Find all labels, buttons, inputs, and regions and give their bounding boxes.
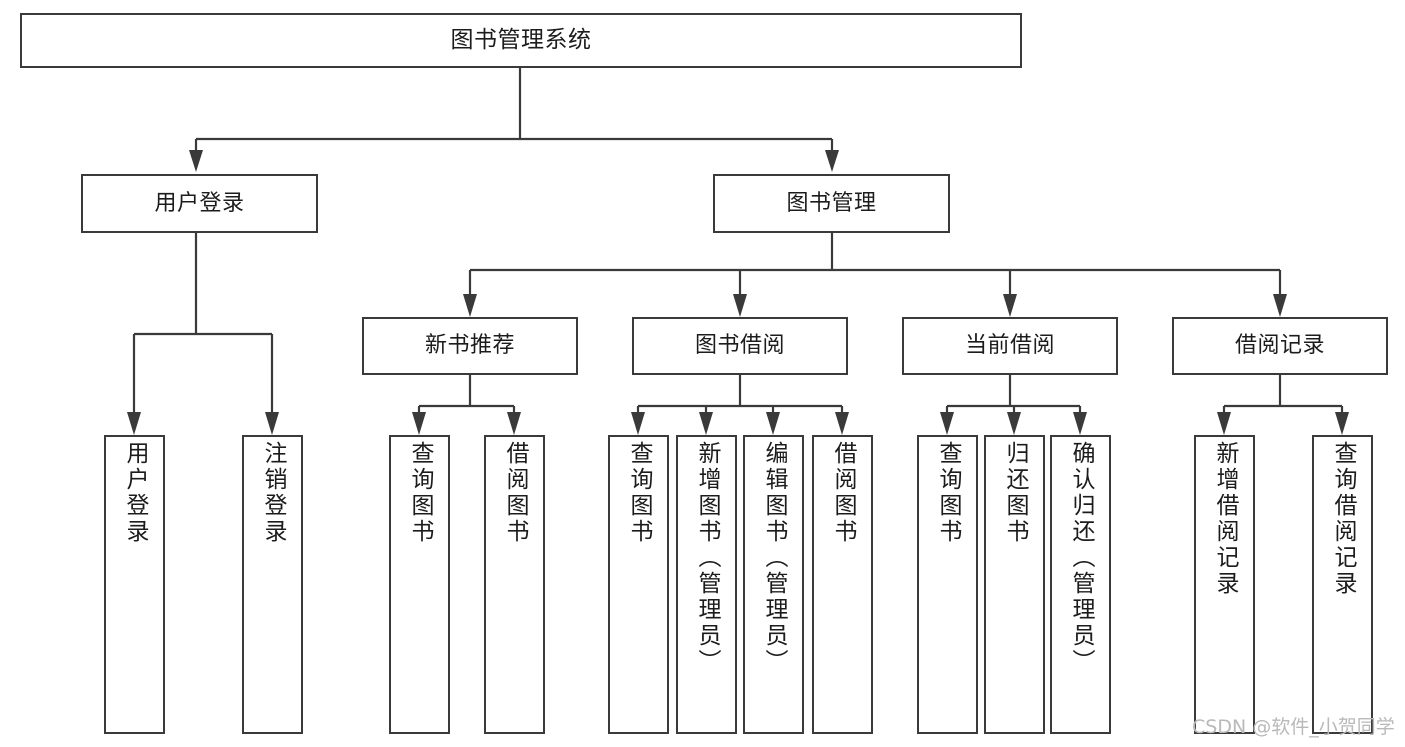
node-label: 注销登录 bbox=[260, 441, 286, 545]
leaf-current-borrow-query[interactable]: 查询图书 bbox=[917, 435, 978, 734]
leaf-book-borrow-borrow[interactable]: 借阅图书 bbox=[812, 435, 873, 734]
leaf-new-book-query[interactable]: 查询图书 bbox=[389, 435, 450, 734]
leaf-current-borrow-return[interactable]: 归还图书 bbox=[984, 435, 1045, 734]
leaf-book-borrow-add[interactable]: 新增图书（管理员） bbox=[676, 435, 737, 734]
node-root-book-management-system[interactable]: 图书管理系统 bbox=[20, 13, 1022, 68]
node-label: 借阅记录 bbox=[1234, 333, 1325, 359]
node-label: 查询图书 bbox=[626, 441, 652, 545]
node-label: 借阅图书 bbox=[830, 441, 856, 545]
node-current-borrow[interactable]: 当前借阅 bbox=[902, 317, 1118, 375]
leaf-borrow-record-add[interactable]: 新增借阅记录 bbox=[1194, 435, 1255, 734]
leaf-current-borrow-confirm-return[interactable]: 确认归还（管理员） bbox=[1050, 435, 1111, 734]
node-label: 新增借阅记录 bbox=[1212, 441, 1238, 597]
node-label: 借阅图书 bbox=[502, 441, 528, 545]
node-book-management[interactable]: 图书管理 bbox=[713, 174, 950, 233]
node-user-login[interactable]: 用户登录 bbox=[81, 174, 318, 233]
node-label: 用户登录 bbox=[122, 441, 148, 545]
node-label: 用户登录 bbox=[154, 190, 245, 216]
node-label: 新书推荐 bbox=[424, 333, 515, 359]
leaf-new-book-borrow[interactable]: 借阅图书 bbox=[484, 435, 545, 734]
node-new-book-recommend[interactable]: 新书推荐 bbox=[362, 317, 578, 375]
node-label: 图书管理 bbox=[786, 190, 877, 216]
leaf-book-borrow-query[interactable]: 查询图书 bbox=[608, 435, 669, 734]
node-borrow-record[interactable]: 借阅记录 bbox=[1172, 317, 1388, 375]
node-label: 编辑图书（管理员） bbox=[761, 441, 787, 675]
node-book-borrow[interactable]: 图书借阅 bbox=[632, 317, 848, 375]
node-label: 图书借阅 bbox=[694, 333, 785, 359]
node-label: 当前借阅 bbox=[964, 333, 1055, 359]
leaf-borrow-record-query[interactable]: 查询借阅记录 bbox=[1312, 435, 1373, 734]
watermark: CSDN @软件_小贺同学 bbox=[1192, 716, 1395, 738]
node-label: 新增图书（管理员） bbox=[694, 441, 720, 675]
node-label: 查询图书 bbox=[407, 441, 433, 545]
node-label: 归还图书 bbox=[1002, 441, 1028, 545]
node-label: 查询借阅记录 bbox=[1330, 441, 1356, 597]
node-label: 查询图书 bbox=[935, 441, 961, 545]
leaf-user-login-login[interactable]: 用户登录 bbox=[104, 435, 165, 734]
leaf-book-borrow-edit[interactable]: 编辑图书（管理员） bbox=[743, 435, 804, 734]
leaf-user-login-logout[interactable]: 注销登录 bbox=[242, 435, 303, 734]
node-label: 图书管理系统 bbox=[450, 27, 592, 54]
node-label: 确认归还（管理员） bbox=[1068, 441, 1094, 675]
